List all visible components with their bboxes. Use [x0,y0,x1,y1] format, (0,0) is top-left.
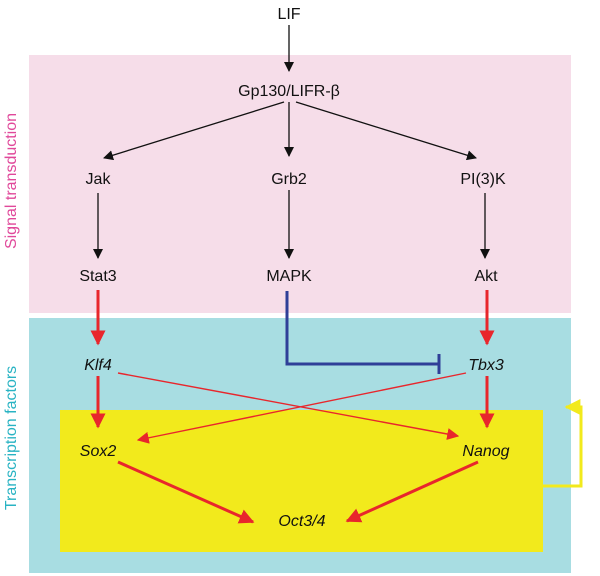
node-pi3k: PI(3)K [460,171,506,188]
node-gp130: Gp130/LIFR-β [238,83,340,100]
arrow-gp130-pi3k [295,101,477,161]
signal-transduction-panel [29,55,571,313]
transcription-factors-label: Transcription factors [3,366,20,510]
node-stat3: Stat3 [79,268,116,285]
node-oct34: Oct3/4 [278,513,325,530]
node-sox2: Sox2 [80,443,117,460]
node-mapk: MAPK [266,268,312,285]
arrow-gp130-jak [103,101,285,161]
arrow-nanog-oct34 [345,460,479,523]
arrow-tbx3-sox2 [136,372,467,444]
node-nanog: Nanog [462,443,509,460]
transcription-arrows [90,290,495,524]
node-tbx3: Tbx3 [468,357,504,374]
signal-arrows [93,25,490,259]
node-akt: Akt [474,268,498,285]
arrow-klf4-nanog [117,372,460,440]
node-klf4: Klf4 [84,357,112,374]
node-lif: LIF [277,6,300,23]
core-network-box [60,410,543,552]
arrow-sox2-oct34 [117,460,255,524]
core-self-activation-loop [543,399,583,488]
mapk-inhibits-tbx3 [285,291,441,374]
signal-transduction-label: Signal transduction [3,113,20,249]
node-labels: LIF Gp130/LIFR-β Jak Grb2 PI(3)K Stat3 M… [79,6,509,530]
node-jak: Jak [86,171,112,188]
node-grb2: Grb2 [271,171,307,188]
